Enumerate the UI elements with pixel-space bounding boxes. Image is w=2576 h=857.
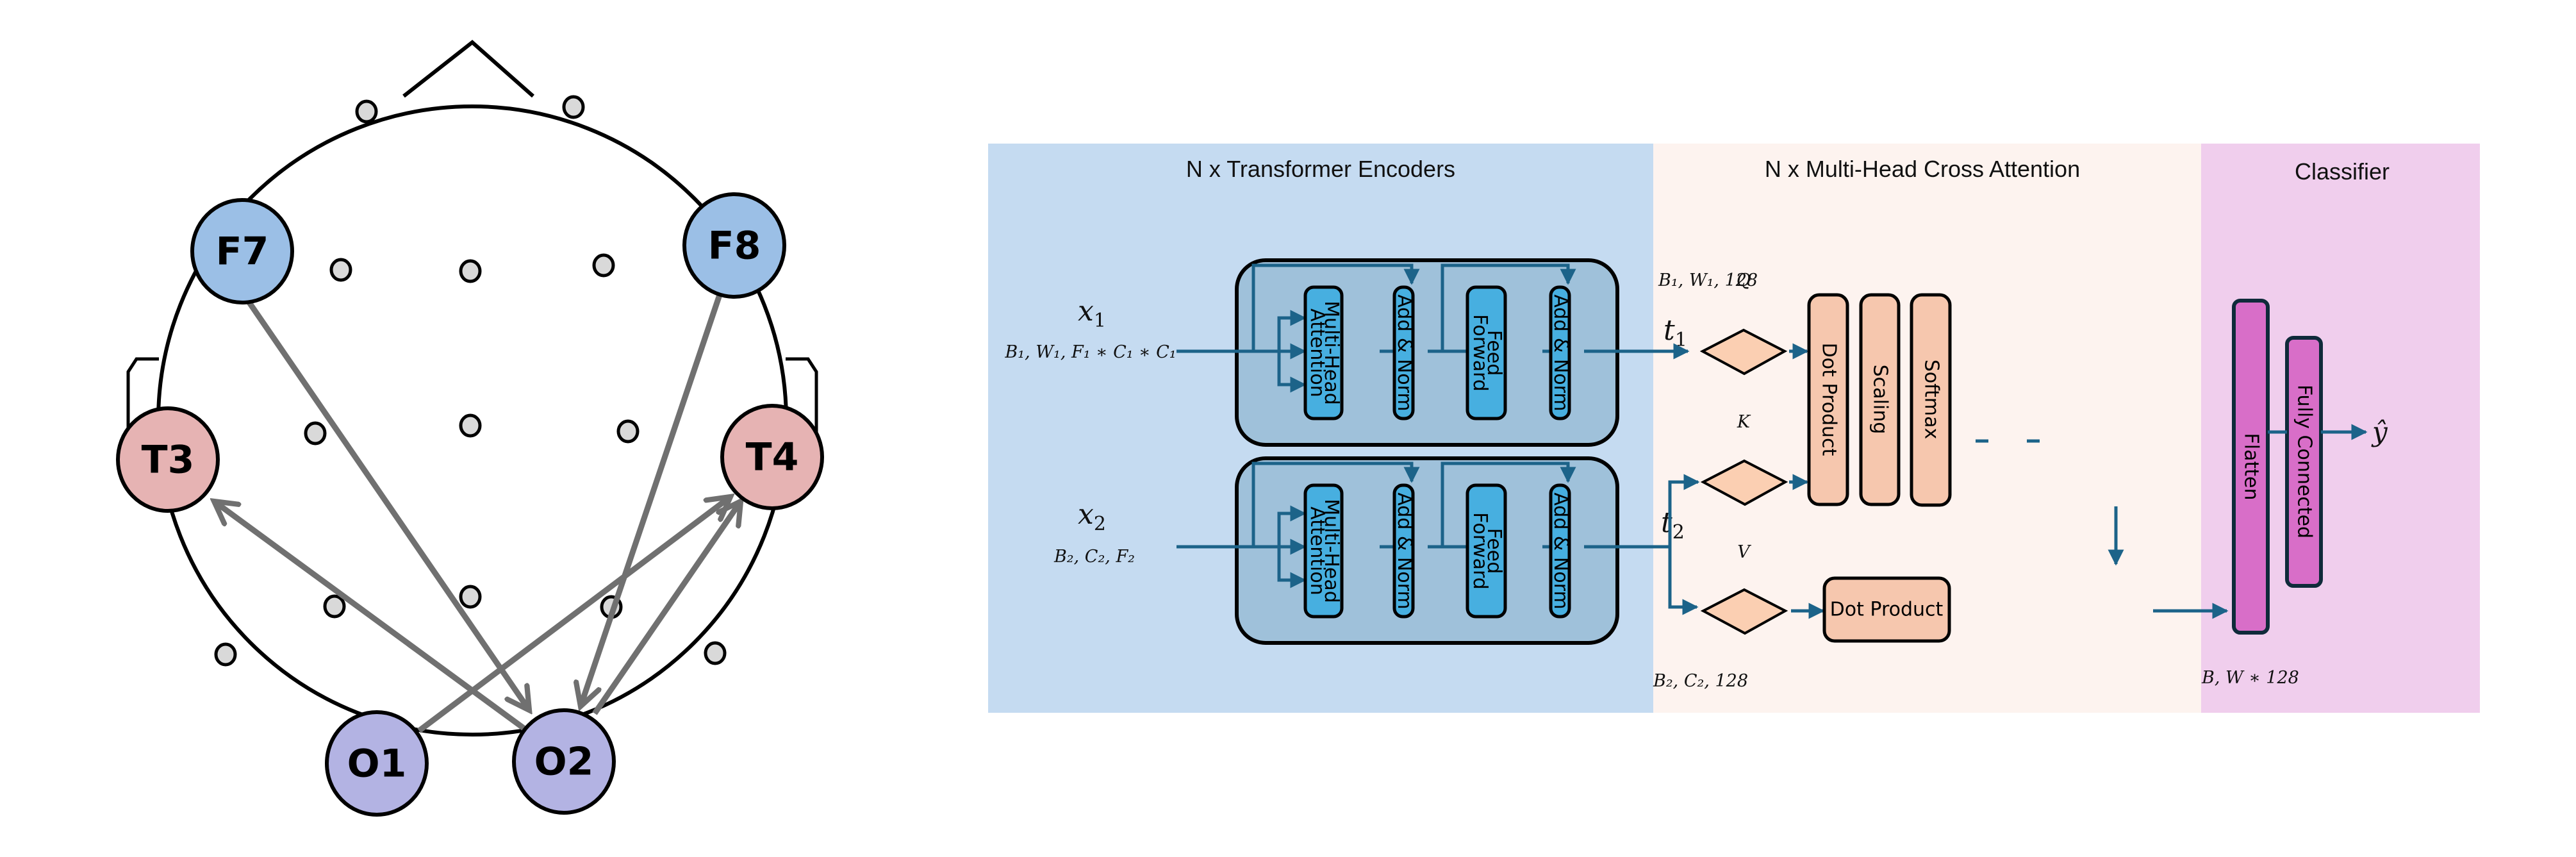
electrode-circle (116, 406, 220, 513)
electrode-circle (512, 708, 616, 815)
minor-electrodes (214, 95, 727, 667)
connection-arrow-f8-o2 (581, 292, 723, 706)
minor-electrode (459, 413, 482, 438)
residual-connection-2 (1441, 263, 1576, 351)
minor-electrode (459, 585, 482, 609)
classifier-shape: B, W ∗ 128 (2201, 668, 2299, 688)
minor-electrode (355, 99, 378, 124)
dot-product-output-label: Dot Product (1830, 599, 1944, 621)
flow-t2-to-v (1668, 547, 1699, 615)
residual-connection-2 (1441, 462, 1576, 547)
t2-shape: B₂, C₂, 128 (1653, 671, 1748, 691)
feed-forward-box[interactable] (1466, 285, 1507, 420)
add-norm-2-label: Add & Norm (1549, 294, 1572, 411)
electrode-f8[interactable]: F8 (682, 192, 786, 299)
add-norm-box-2[interactable] (1549, 483, 1571, 619)
x1-label: x1 (1078, 295, 1106, 332)
electrode-label: T3 (142, 438, 195, 483)
feed-forward-label-line-2: Forward (1469, 314, 1491, 392)
encoders-title: N x Transformer Encoders (1186, 156, 1455, 182)
softmax-box[interactable] (1910, 293, 1952, 507)
minor-electrode (329, 258, 352, 282)
residual-connection-1 (1251, 263, 1420, 351)
flatten-label: Flatten (2240, 433, 2263, 501)
scaling-label: Scaling (1869, 365, 1892, 435)
electrode-circle (190, 198, 294, 304)
add-norm-box-2[interactable] (1549, 285, 1571, 420)
multi-head-attention-label-line-1: Multi-Head (1320, 499, 1342, 603)
flow-t2-to-k (1668, 474, 1700, 547)
multi-head-attention-label-line-1: Multi-Head (1320, 301, 1342, 405)
k-projection[interactable] (1700, 459, 1788, 506)
add-norm-box-1[interactable] (1392, 285, 1415, 420)
electrode-label: F7 (216, 229, 269, 274)
dot-product-label: Dot Product (1818, 343, 1840, 456)
add-norm-box-1[interactable] (1392, 483, 1415, 619)
minor-electrode (562, 95, 585, 119)
connection-arrow-o2-t3 (214, 501, 527, 732)
electrode-f7[interactable]: F7 (190, 198, 294, 304)
output-label: ŷ (2371, 416, 2388, 447)
minor-electrode (323, 594, 346, 619)
connection-arrow-o2-t4 (592, 501, 741, 715)
multi-head-attention-label-line-2: Attention (1306, 308, 1328, 397)
multi-head-attention-box[interactable] (1303, 285, 1344, 420)
feed-forward-label-line-1: Feed (1483, 528, 1505, 574)
minor-electrode (214, 642, 237, 667)
multi-head-attention-label-line-2: Attention (1306, 506, 1328, 595)
cross-attention-title: N x Multi-Head Cross Attention (1765, 156, 2080, 182)
electrode-t3[interactable]: T3 (116, 406, 220, 513)
v-projection[interactable] (1700, 588, 1788, 635)
add-norm-1-label: Add & Norm (1393, 294, 1416, 411)
add-norm-2-label: Add & Norm (1549, 492, 1572, 609)
electrode-circle (720, 404, 824, 510)
x1-shape: B₁, W₁, F₁ ∗ C₁ ∗ C₁ (1004, 342, 1176, 362)
feed-forward-label-line-2: Forward (1469, 512, 1491, 590)
connection-arrow-f7-o2 (240, 290, 529, 710)
multi-head-attention-box[interactable] (1303, 483, 1344, 619)
electrode-label: T4 (746, 435, 799, 480)
electrode-o2[interactable]: O2 (512, 708, 616, 815)
feed-forward-box[interactable] (1466, 483, 1507, 619)
minor-electrode (592, 253, 615, 278)
flatten-box[interactable] (2232, 299, 2270, 635)
add-norm-1-label: Add & Norm (1393, 492, 1416, 609)
connection-arrow-o1-t4 (417, 497, 731, 733)
fully-connected-box[interactable] (2285, 336, 2323, 588)
electrode-circle (325, 710, 429, 817)
electrode-label: F8 (708, 224, 761, 269)
softmax-label: Softmax (1920, 360, 1943, 440)
feed-forward-label-line-1: Feed (1483, 330, 1505, 376)
minor-electrode (459, 259, 482, 283)
electrode-label: O2 (534, 740, 594, 785)
q-label: Q (1737, 270, 1751, 290)
x2-shape: B₂, C₂, F₂ (1053, 547, 1135, 567)
dot-product-output-box[interactable] (1822, 576, 1951, 643)
classifier-title: Classifier (2295, 158, 2390, 185)
electrode-circle (682, 192, 786, 299)
minor-electrode (616, 419, 640, 444)
k-label: K (1737, 412, 1751, 432)
minor-electrode (304, 421, 327, 445)
v-label: V (1737, 542, 1751, 562)
fully-connected-label: Fully Connected (2293, 385, 2316, 538)
residual-connection-1 (1251, 462, 1420, 547)
connections (214, 290, 741, 733)
dot-product-box[interactable] (1807, 293, 1849, 506)
electrode-label: O1 (347, 742, 407, 786)
electrode-t4[interactable]: T4 (720, 404, 824, 510)
x2-label: x2 (1078, 498, 1106, 535)
electrode-o1[interactable]: O1 (325, 710, 429, 817)
nose-icon (402, 40, 534, 98)
scaling-box[interactable] (1859, 293, 1901, 506)
minor-electrode (704, 641, 727, 665)
q-projection[interactable] (1699, 328, 1788, 376)
t1-shape: B₁, W₁, 128 (1658, 270, 1758, 290)
